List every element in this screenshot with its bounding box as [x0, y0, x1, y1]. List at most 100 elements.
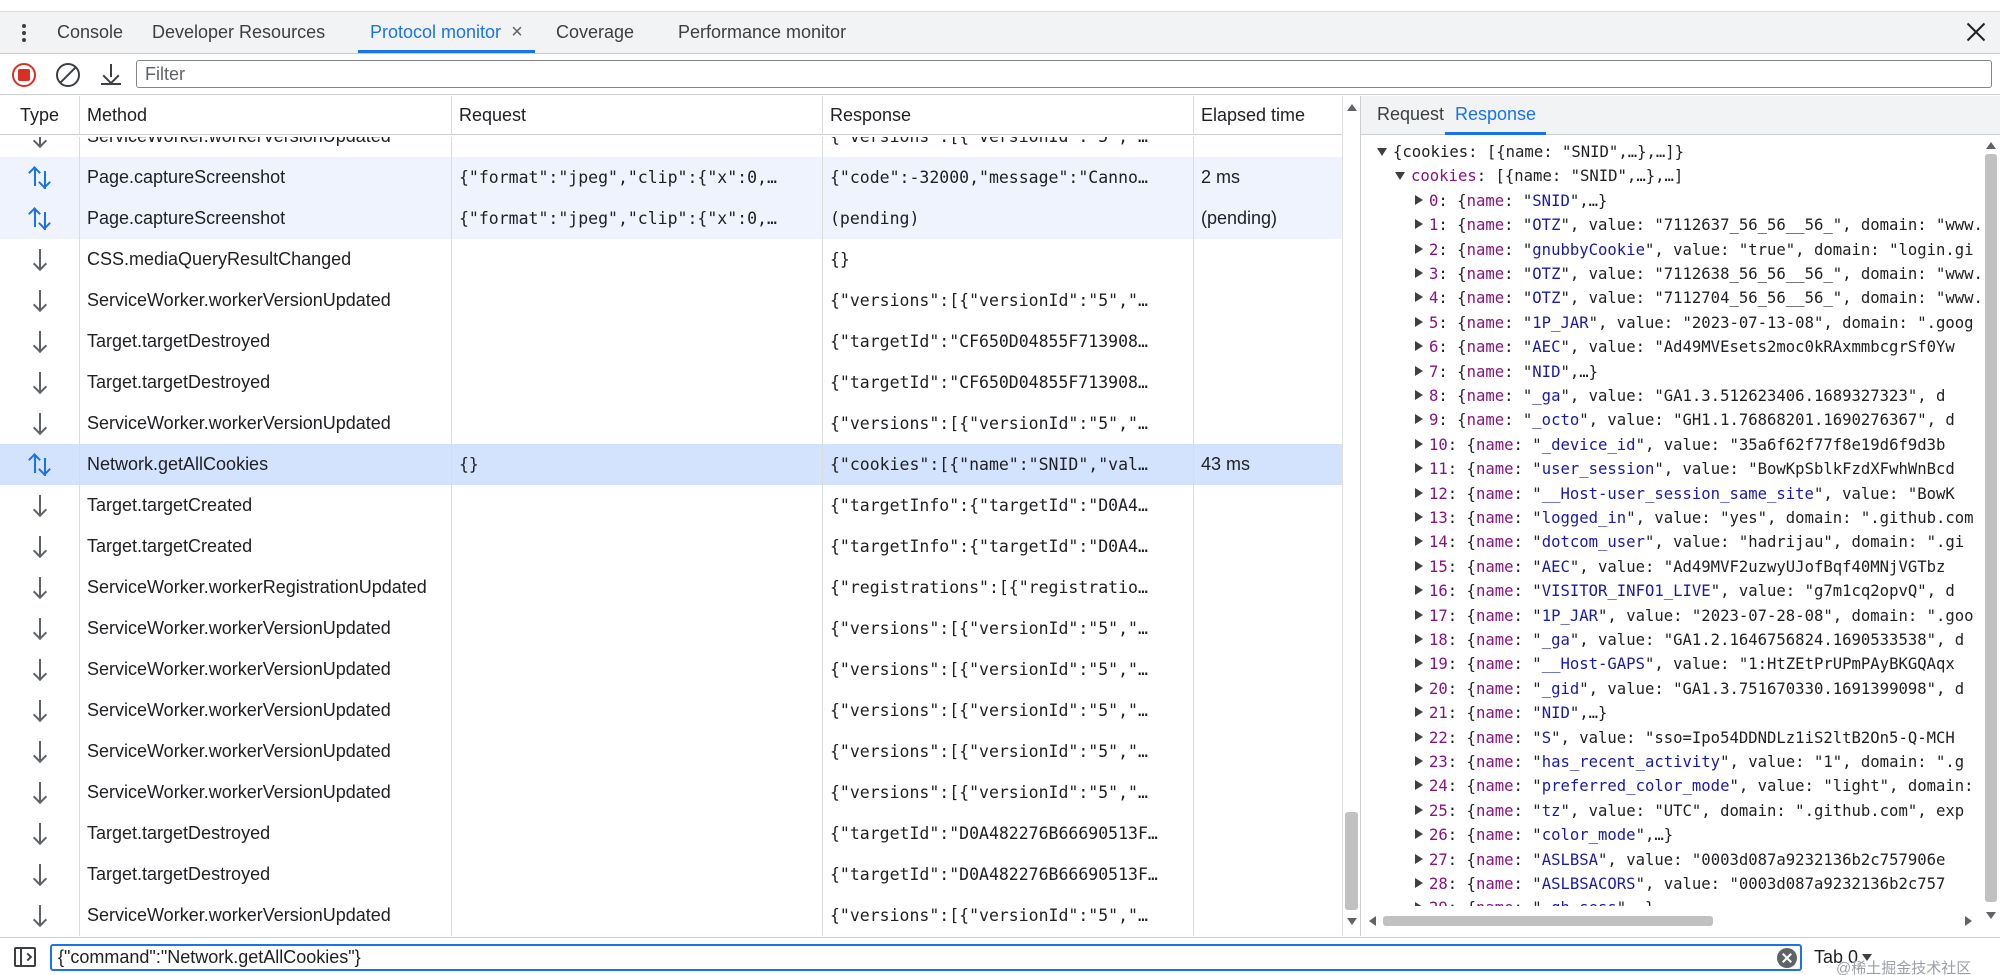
expand-closed-icon[interactable] — [1415, 707, 1423, 718]
table-row[interactable]: Target.targetCreated{"targetInfo":{"targ… — [0, 485, 1342, 526]
tab-developer-resources[interactable]: Developer Resources — [152, 12, 325, 53]
table-row[interactable]: ServiceWorker.workerVersionUpdated{"vers… — [0, 649, 1342, 690]
tree-vertical-scrollbar[interactable] — [1982, 136, 2000, 936]
table-row[interactable]: Target.targetDestroyed{"targetId":"D0A48… — [0, 813, 1342, 854]
scrollbar-thumb[interactable] — [1985, 154, 1997, 902]
scroll-down-icon[interactable] — [1986, 912, 1996, 919]
expand-closed-icon[interactable] — [1415, 463, 1423, 474]
stop-recording-icon[interactable] — [11, 62, 37, 88]
tree-item[interactable]: 1: {name: "OTZ", value: "7112637_56_56__… — [1413, 213, 1981, 237]
scroll-left-icon[interactable] — [1369, 916, 1376, 926]
table-row[interactable]: ServiceWorker.workerVersionUpdated{"vers… — [0, 608, 1342, 649]
scroll-down-icon[interactable] — [1347, 918, 1357, 925]
tree-item[interactable]: 2: {name: "gnubbyCookie", value: "true",… — [1413, 238, 1974, 262]
tree-item[interactable]: 12: {name: "__Host-user_session_same_sit… — [1413, 482, 1955, 506]
expand-closed-icon[interactable] — [1415, 731, 1423, 742]
expand-closed-icon[interactable] — [1415, 219, 1423, 230]
table-row[interactable]: ServiceWorker.workerRegistrationUpdated{… — [0, 567, 1342, 608]
tree-item[interactable]: 9: {name: "_octo", value: "GH1.1.7686820… — [1413, 408, 1955, 432]
tree-item[interactable]: 11: {name: "user_session", value: "BowKp… — [1413, 457, 1955, 481]
table-scrollbar[interactable] — [1342, 96, 1360, 936]
tree-root-line[interactable]: {cookies: [{name: "SNID",…},…]} — [1377, 140, 1684, 164]
expand-closed-icon[interactable] — [1415, 512, 1423, 522]
expand-closed-icon[interactable] — [1415, 194, 1423, 205]
expand-closed-icon[interactable] — [1415, 902, 1423, 906]
tab-coverage[interactable]: Coverage — [556, 12, 634, 53]
scrollbar-thumb[interactable] — [1345, 812, 1358, 910]
expand-closed-icon[interactable] — [1415, 829, 1423, 840]
tree-item[interactable]: 15: {name: "AEC", value: "Ad49MVF2uzwyUJ… — [1413, 555, 1945, 579]
table-row[interactable]: Target.targetDestroyed{"targetId":"CF650… — [0, 321, 1342, 362]
tree-item[interactable]: 22: {name: "S", value: "sso=Ipo54DDNDLz1… — [1413, 726, 1955, 750]
table-row[interactable]: ServiceWorker.workerVersionUpdated{"vers… — [0, 137, 1342, 157]
more-vert-icon[interactable] — [12, 19, 36, 47]
expand-closed-icon[interactable] — [1415, 560, 1423, 571]
expand-closed-icon[interactable] — [1415, 682, 1423, 693]
tree-item[interactable]: 5: {name: "1P_JAR", value: "2023-07-13-0… — [1413, 311, 1974, 335]
sidebar-toggle-icon[interactable] — [14, 947, 36, 967]
column-header-request[interactable]: Request — [452, 96, 823, 135]
expand-closed-icon[interactable] — [1415, 243, 1423, 254]
expand-closed-icon[interactable] — [1415, 365, 1423, 376]
download-icon[interactable] — [98, 62, 124, 88]
column-header-type[interactable]: Type — [0, 96, 80, 135]
table-row[interactable]: ServiceWorker.workerVersionUpdated{"vers… — [0, 731, 1342, 772]
scroll-up-icon[interactable] — [1986, 142, 1996, 149]
expand-closed-icon[interactable] — [1415, 487, 1423, 498]
expand-closed-icon[interactable] — [1415, 609, 1423, 620]
expand-open-icon[interactable] — [1395, 172, 1405, 181]
expand-closed-icon[interactable] — [1415, 585, 1423, 596]
tab-performance-monitor[interactable]: Performance monitor — [678, 12, 846, 53]
expand-open-icon[interactable] — [1377, 148, 1387, 156]
expand-closed-icon[interactable] — [1415, 341, 1423, 352]
tab-console[interactable]: Console — [57, 12, 123, 53]
table-row[interactable]: CSS.mediaQueryResultChanged{} — [0, 239, 1342, 280]
expand-closed-icon[interactable] — [1415, 536, 1423, 547]
expand-closed-icon[interactable] — [1415, 804, 1423, 815]
tree-item[interactable]: 25: {name: "tz", value: "UTC", domain: "… — [1413, 799, 1964, 823]
table-row[interactable]: Network.getAllCookies{}{"cookies":[{"nam… — [0, 444, 1342, 485]
expand-closed-icon[interactable] — [1415, 878, 1423, 888]
table-row[interactable]: Target.targetCreated{"targetInfo":{"targ… — [0, 526, 1342, 567]
tree-item[interactable]: 29: {name: "_gh_sess",…} — [1413, 896, 1654, 906]
tree-item[interactable]: 27: {name: "ASLBSA", value: "0003d087a92… — [1413, 848, 1945, 872]
table-row[interactable]: ServiceWorker.workerVersionUpdated{"vers… — [0, 690, 1342, 731]
column-header-elapsed-time[interactable]: Elapsed time — [1201, 105, 1306, 125]
filter-input[interactable] — [136, 60, 1992, 88]
tree-item[interactable]: 7: {name: "NID",…} — [1413, 360, 1598, 384]
tree-cookies-line[interactable]: cookies: [{name: "SNID",…},…] — [1395, 164, 1683, 188]
tab-response[interactable]: Response — [1445, 96, 1547, 135]
tree-item[interactable]: 26: {name: "color_mode",…} — [1413, 823, 1673, 847]
tree-item[interactable]: 0: {name: "SNID",…} — [1413, 189, 1607, 213]
clear-icon[interactable] — [55, 62, 81, 88]
scroll-right-icon[interactable] — [1965, 916, 1972, 926]
expand-closed-icon[interactable] — [1415, 634, 1423, 644]
tree-item[interactable]: 14: {name: "dotcom_user", value: "hadrij… — [1413, 530, 1964, 554]
table-row[interactable]: Page.captureScreenshot{"format":"jpeg","… — [0, 157, 1342, 198]
expand-closed-icon[interactable] — [1415, 853, 1423, 864]
table-row[interactable]: ServiceWorker.workerVersionUpdated{"vers… — [0, 280, 1342, 321]
table-row[interactable]: Target.targetDestroyed{"targetId":"CF650… — [0, 362, 1342, 403]
tree-item[interactable]: 10: {name: "_device_id", value: "35a6f62… — [1413, 433, 1945, 457]
tree-item[interactable]: 8: {name: "_ga", value: "GA1.3.512623406… — [1413, 384, 1945, 408]
tree-item[interactable]: 4: {name: "OTZ", value: "7112704_56_56__… — [1413, 286, 1981, 310]
expand-closed-icon[interactable] — [1415, 780, 1423, 791]
close-tab-icon[interactable]: × — [511, 21, 523, 43]
tree-item[interactable]: 20: {name: "_gid", value: "GA1.3.7516703… — [1413, 677, 1964, 701]
panel-splitter[interactable] — [1360, 96, 1361, 936]
target-selector[interactable]: Tab 0 — [1814, 944, 2000, 971]
expand-closed-icon[interactable] — [1415, 268, 1423, 278]
tree-item[interactable]: 24: {name: "preferred_color_mode", value… — [1413, 774, 1981, 798]
tree-item[interactable]: 3: {name: "OTZ", value: "7112638_56_56__… — [1413, 262, 1981, 286]
tree-item[interactable]: 21: {name: "NID",…} — [1413, 701, 1607, 725]
tree-item[interactable]: 16: {name: "VISITOR_INFO1_LIVE", value: … — [1413, 579, 1955, 603]
tree-item[interactable]: 6: {name: "AEC", value: "Ad49MVEsets2moc… — [1413, 335, 1955, 359]
table-row[interactable]: ServiceWorker.workerVersionUpdated{"vers… — [0, 895, 1342, 936]
tree-item[interactable]: 13: {name: "logged_in", value: "yes", do… — [1413, 506, 1974, 530]
expand-closed-icon[interactable] — [1415, 658, 1423, 669]
scrollbar-thumb[interactable] — [1383, 916, 1713, 926]
table-row[interactable]: Page.captureScreenshot{"format":"jpeg","… — [0, 198, 1342, 239]
tree-item[interactable]: 28: {name: "ASLBSACORS", value: "0003d08… — [1413, 872, 1945, 896]
tree-item[interactable]: 17: {name: "1P_JAR", value: "2023-07-28-… — [1413, 604, 1974, 628]
tree-item[interactable]: 19: {name: "__Host-GAPS", value: "1:HtZE… — [1413, 652, 1955, 676]
